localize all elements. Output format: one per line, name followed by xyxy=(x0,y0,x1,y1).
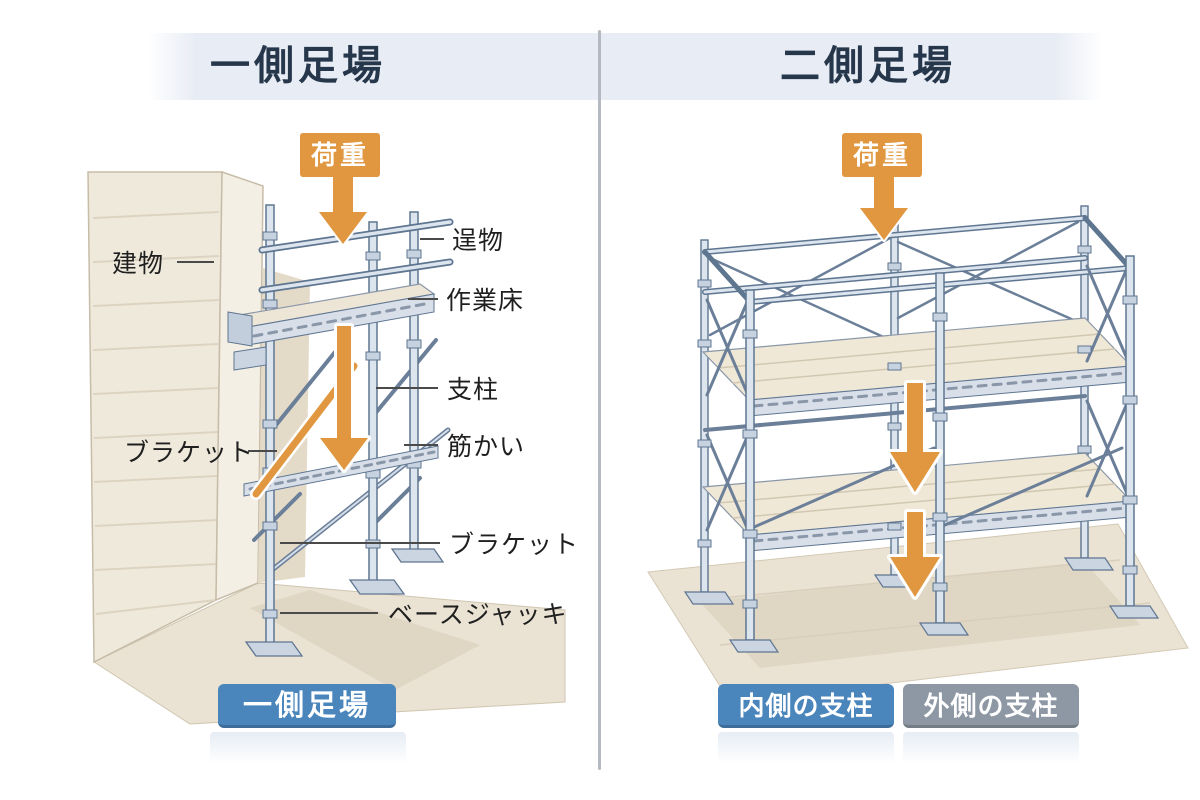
outer-badge-reflection xyxy=(903,732,1079,764)
right-load-path-arrow-upper xyxy=(887,380,943,495)
right-load-label: 荷重 xyxy=(842,133,922,177)
right-panel-title: 二側足場 xyxy=(780,44,956,88)
label-building: 建物 xyxy=(112,250,165,278)
inner-post-badge: 内側の支柱 xyxy=(718,684,894,728)
label-brace: 筋かい xyxy=(447,433,526,461)
outer-post-badge: 外側の支柱 xyxy=(903,684,1079,728)
label-work-floor: 作業床 xyxy=(446,287,525,315)
left-scaffold-badge: 一側足場 xyxy=(218,684,396,728)
header-band xyxy=(148,33,1103,100)
left-load-path-arrow xyxy=(317,323,371,473)
right-load-path-arrow-lower xyxy=(887,509,943,600)
right-load-arrow xyxy=(858,175,910,242)
label-bracket: ブラケット xyxy=(449,531,580,559)
left-load-arrow xyxy=(317,175,369,246)
left-badge-reflection xyxy=(210,732,406,764)
label-post: 支柱 xyxy=(447,376,500,404)
inner-badge-reflection xyxy=(718,732,894,764)
left-ground xyxy=(92,582,566,725)
left-panel-title: 一側足場 xyxy=(210,44,386,88)
left-leader-lines xyxy=(177,238,444,614)
left-load-label: 荷重 xyxy=(300,133,380,177)
right-ground xyxy=(647,523,1189,703)
label-base-jack: ベースジャッキ xyxy=(388,601,568,629)
label-building-top: 逞物 xyxy=(452,227,505,255)
label-bracket-side: ブラケット xyxy=(124,439,255,467)
panel-divider xyxy=(598,30,601,770)
